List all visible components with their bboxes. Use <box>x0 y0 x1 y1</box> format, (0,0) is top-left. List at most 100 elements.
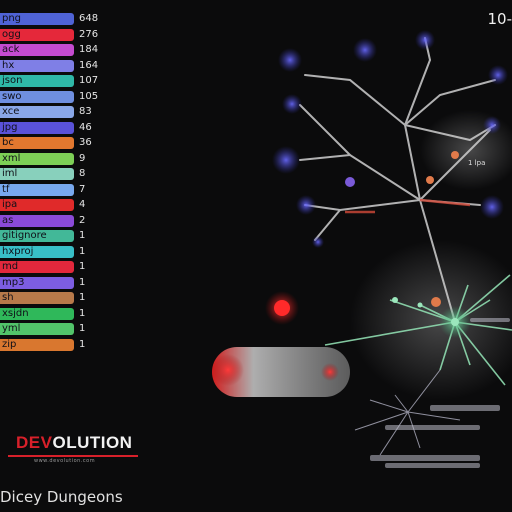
legend-label: hx <box>2 59 15 71</box>
legend-label: mp3 <box>2 276 25 288</box>
legend-row: iml 8 <box>0 167 110 183</box>
legend-label: xce <box>2 106 20 117</box>
legend-count: 9 <box>79 152 86 164</box>
legend-label: ogg <box>2 28 21 40</box>
legend-count: 105 <box>79 90 99 102</box>
legend-row: tf 7 <box>0 183 110 199</box>
legend-row: yml 1 <box>0 322 110 338</box>
legend-label: zip <box>2 338 17 350</box>
legend-label: json <box>2 75 23 86</box>
legend-color-bar <box>0 13 74 25</box>
legend-row: ipa 4 <box>0 198 110 214</box>
project-title: Dicey Dungeons <box>0 488 123 506</box>
legend-color-bar <box>0 276 74 289</box>
legend-row: mp3 1 <box>0 276 110 292</box>
glow-area <box>350 240 512 400</box>
legend-count: 46 <box>79 121 92 133</box>
legend-label: hxproj <box>2 245 34 257</box>
red-node <box>321 363 339 381</box>
logo-url: www.devolution.com <box>34 458 96 464</box>
legend-count: 1 <box>79 323 86 334</box>
logo-text: DEVOLUTION <box>16 433 133 452</box>
legend-row: as 2 <box>0 214 110 230</box>
legend-count: 1 <box>79 245 86 257</box>
legend-count: 648 <box>79 13 99 24</box>
legend-row: json 107 <box>0 74 110 90</box>
legend-color-bar <box>0 152 74 165</box>
legend-label: jpg <box>2 121 18 133</box>
lower-cluster <box>354 369 461 456</box>
green-leaves <box>392 297 459 326</box>
legend-color-bar <box>0 199 74 211</box>
legend-count: 184 <box>79 44 99 55</box>
legend-label: tf <box>2 183 10 195</box>
legend-row: md 1 <box>0 260 110 276</box>
logo-underline <box>8 455 138 457</box>
legend-row: png 648 <box>0 12 110 28</box>
date-label: 10- <box>487 10 512 28</box>
legend-label: ipa <box>2 199 18 210</box>
legend-label: ack <box>2 44 20 55</box>
legend-row: xce 83 <box>0 105 110 121</box>
legend-count: 83 <box>79 106 92 117</box>
red-node-core <box>274 300 290 316</box>
legend-row: jpg 46 <box>0 121 110 137</box>
legend-color-bar <box>0 121 74 134</box>
legend-color-bar <box>0 28 74 41</box>
legend-count: 1 <box>79 338 86 350</box>
legend-label: swo <box>2 90 22 102</box>
legend-row: zip 1 <box>0 338 110 354</box>
legend-row: swo 105 <box>0 90 110 106</box>
legend-row: xml 9 <box>0 152 110 168</box>
legend-count: 1 <box>79 261 86 272</box>
legend-label: iml <box>2 168 18 179</box>
legend-label: bc <box>2 137 14 148</box>
legend-color-bar <box>0 90 74 103</box>
legend-color-bar <box>0 59 74 72</box>
legend-color-bar <box>0 168 74 180</box>
legend-label: sh <box>2 292 14 303</box>
legend-color-bar <box>0 292 74 304</box>
red-node <box>212 354 244 386</box>
red-connectors <box>345 198 471 214</box>
legend-count: 1 <box>79 292 86 303</box>
legend-label: xml <box>2 152 21 164</box>
blue-nodes <box>272 30 508 307</box>
legend-label: yml <box>2 323 21 334</box>
legend-label: as <box>2 214 14 226</box>
legend-row: xsjdn 1 <box>0 307 110 323</box>
legend-row: ogg 276 <box>0 28 110 44</box>
legend-label: xsjdn <box>2 307 29 319</box>
legend-label: png <box>2 13 22 24</box>
legend-count: 4 <box>79 199 86 210</box>
legend-count: 1 <box>79 307 86 319</box>
highlighted-file-beam <box>212 347 350 397</box>
legend-count: 276 <box>79 28 99 40</box>
node-label: 1 lpa <box>468 159 485 167</box>
legend-color-bar <box>0 338 74 351</box>
legend-row: ack 184 <box>0 43 110 59</box>
legend-color-bar <box>0 323 74 335</box>
devolution-logo: DEVOLUTION www.devolution.com <box>8 433 140 469</box>
legend-count: 1 <box>79 230 86 241</box>
legend-color-bar <box>0 137 74 149</box>
legend-count: 2 <box>79 214 86 226</box>
legend-row: hxproj 1 <box>0 245 110 261</box>
legend-row: sh 1 <box>0 291 110 307</box>
legend-color-bar <box>0 44 74 56</box>
legend-color-bar <box>0 230 74 242</box>
legend-color-bar <box>0 106 74 118</box>
legend-label: md <box>2 261 19 272</box>
legend-count: 8 <box>79 168 86 179</box>
legend-count: 107 <box>79 75 99 86</box>
legend-color-bar <box>0 261 74 273</box>
legend-color-bar <box>0 307 74 320</box>
legend-count: 1 <box>79 276 86 288</box>
legend-color-bar <box>0 75 74 87</box>
legend-count: 7 <box>79 183 86 195</box>
